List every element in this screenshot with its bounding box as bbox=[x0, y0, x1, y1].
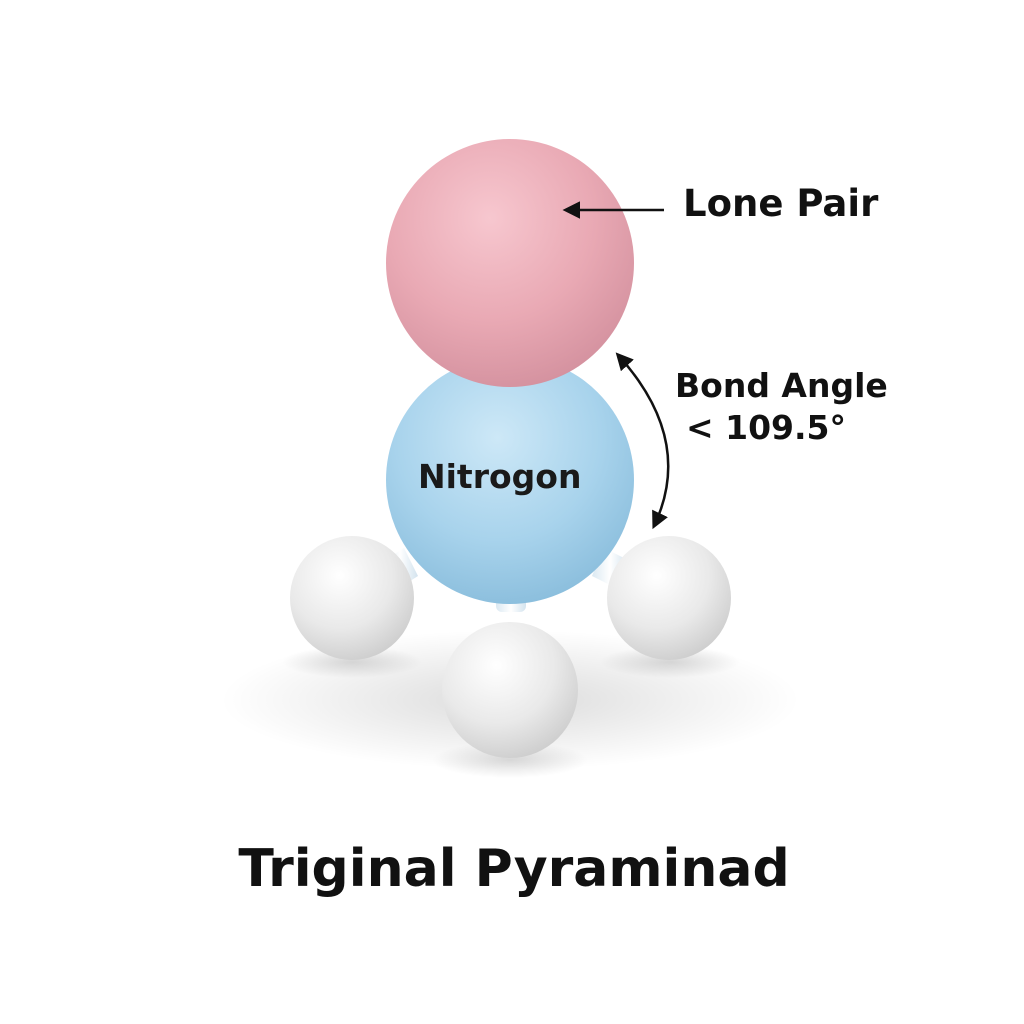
hydrogen-atom-right bbox=[607, 536, 731, 660]
lone-pair-label: Lone Pair bbox=[683, 182, 879, 225]
hydrogen-shadow-front bbox=[432, 742, 588, 778]
hydrogen-atom-front bbox=[442, 622, 578, 758]
bond-angle-label: Bond Angle bbox=[675, 366, 888, 405]
hydrogen-atom-left bbox=[290, 536, 414, 660]
nitrogen-atom bbox=[386, 356, 634, 604]
bond-angle-value: < 109.5° bbox=[686, 408, 847, 447]
hydrogen-shadow-right bbox=[600, 646, 740, 678]
hydrogen-shadow-left bbox=[282, 646, 422, 678]
central-atom-label: Nitrogon bbox=[418, 457, 582, 496]
bond-angle-arc bbox=[615, 352, 670, 530]
diagram-title: Triginal Pyraminad bbox=[238, 839, 790, 899]
lone-pair-lobe bbox=[386, 139, 634, 387]
